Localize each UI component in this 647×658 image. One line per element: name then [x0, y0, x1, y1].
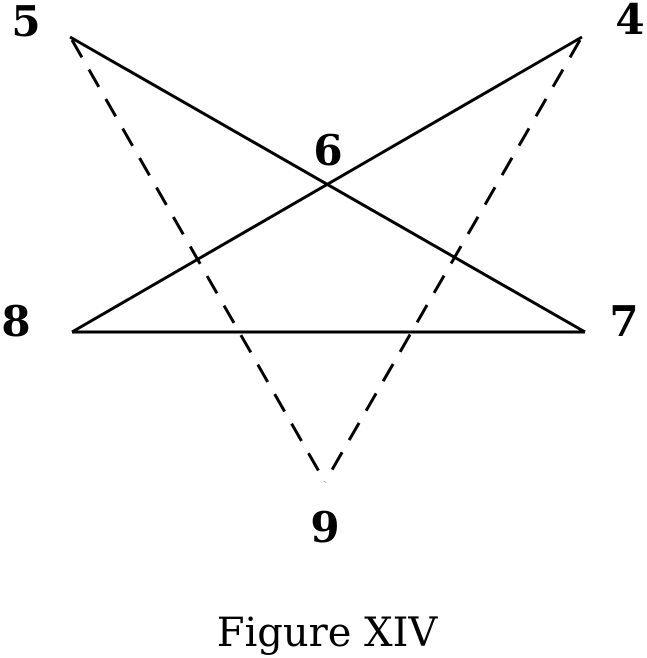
label-7: 7 — [609, 297, 638, 346]
label-5: 5 — [11, 0, 40, 46]
label-8: 8 — [1, 297, 30, 346]
edge-4-8 — [71, 35, 583, 334]
label-4: 4 — [615, 0, 644, 44]
label-6: 6 — [313, 126, 342, 175]
edge-4-9 — [323, 39, 582, 483]
edge-5-9 — [70, 39, 327, 483]
label-9: 9 — [310, 503, 339, 552]
figure-caption: Figure XIV — [217, 610, 439, 656]
